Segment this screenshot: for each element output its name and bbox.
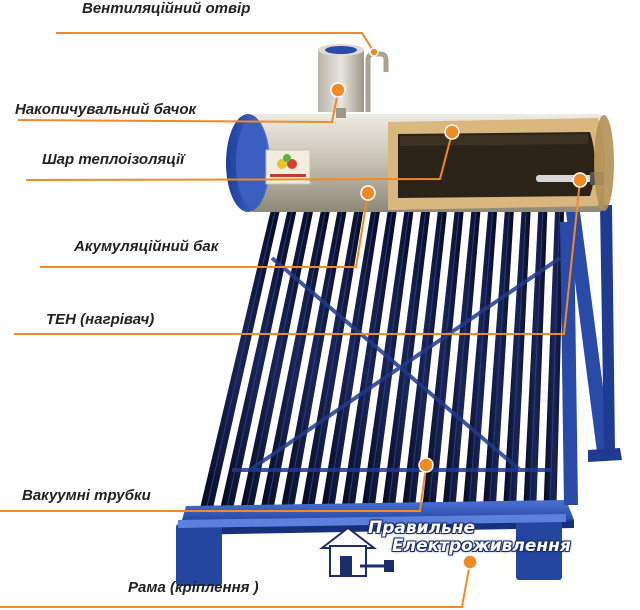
accumulator-tank: [226, 114, 614, 212]
vacuum-tube: [199, 206, 281, 510]
vacuum-tube-highlight: [306, 205, 361, 511]
vacuum-tube-highlight: [347, 205, 394, 511]
side-rail: [560, 222, 578, 505]
vacuum-tube: [462, 206, 498, 510]
vacuum-tube-highlight: [508, 205, 527, 511]
label-accumulator: Акумуляційний бак: [74, 238, 219, 255]
vacuum-tube: [341, 206, 398, 510]
vacuum-tube: [240, 206, 315, 510]
label-vent: Вентиляційний отвір: [82, 0, 251, 17]
vacuum-tube: [482, 206, 515, 510]
vacuum-tube-highlight: [246, 205, 311, 511]
vacuum-tube-highlight: [225, 205, 294, 511]
vacuum-tube: [260, 206, 331, 510]
vacuum-tubes: [199, 205, 565, 511]
logo-line-2: Електроживлення: [392, 536, 571, 556]
label-insulation: Шар теплоізоляції: [42, 151, 185, 168]
vacuum-tube: [401, 206, 448, 510]
vacuum-tube-highlight: [448, 205, 477, 511]
cross-braces: [232, 256, 562, 472]
vacuum-tube-highlight: [205, 205, 277, 511]
vacuum-tube: [320, 206, 381, 510]
house-plug-icon: [319, 526, 394, 577]
vacuum-tube-highlight: [428, 205, 461, 511]
logo-line-1: Правильне: [368, 518, 476, 538]
vacuum-tube: [442, 206, 481, 510]
vacuum-tube: [300, 206, 365, 510]
vacuum-tube-highlight: [387, 205, 427, 511]
brand-logo: Правильне Електроживлення: [320, 518, 610, 582]
label-frame: Рама (кріплення ): [128, 579, 259, 596]
vacuum-tube: [523, 206, 548, 510]
bottom-frame: [176, 500, 574, 586]
vacuum-tube-highlight: [286, 205, 344, 511]
vacuum-tube-highlight: [488, 205, 511, 511]
callout-dots: [330, 47, 588, 570]
rear-support-legs: [566, 205, 622, 462]
vacuum-tube-highlight: [326, 205, 377, 511]
vacuum-tube-highlight: [468, 205, 494, 511]
vacuum-tube: [422, 206, 465, 510]
label-tubes: Вакуумні трубки: [22, 487, 151, 504]
vacuum-tube-highlight: [529, 205, 544, 511]
label-storage-tank: Накопичувальний бачок: [15, 101, 197, 118]
vacuum-tube-highlight: [407, 205, 444, 511]
vacuum-tube: [381, 206, 431, 510]
label-heater: ТЕН (нагрівач): [46, 311, 155, 328]
vacuum-tube-highlight: [266, 205, 327, 511]
vacuum-tube-highlight: [549, 205, 561, 511]
vacuum-tube: [543, 206, 565, 510]
vacuum-tube: [280, 206, 348, 510]
vacuum-tube: [219, 206, 298, 510]
callout-lines: [0, 32, 581, 608]
